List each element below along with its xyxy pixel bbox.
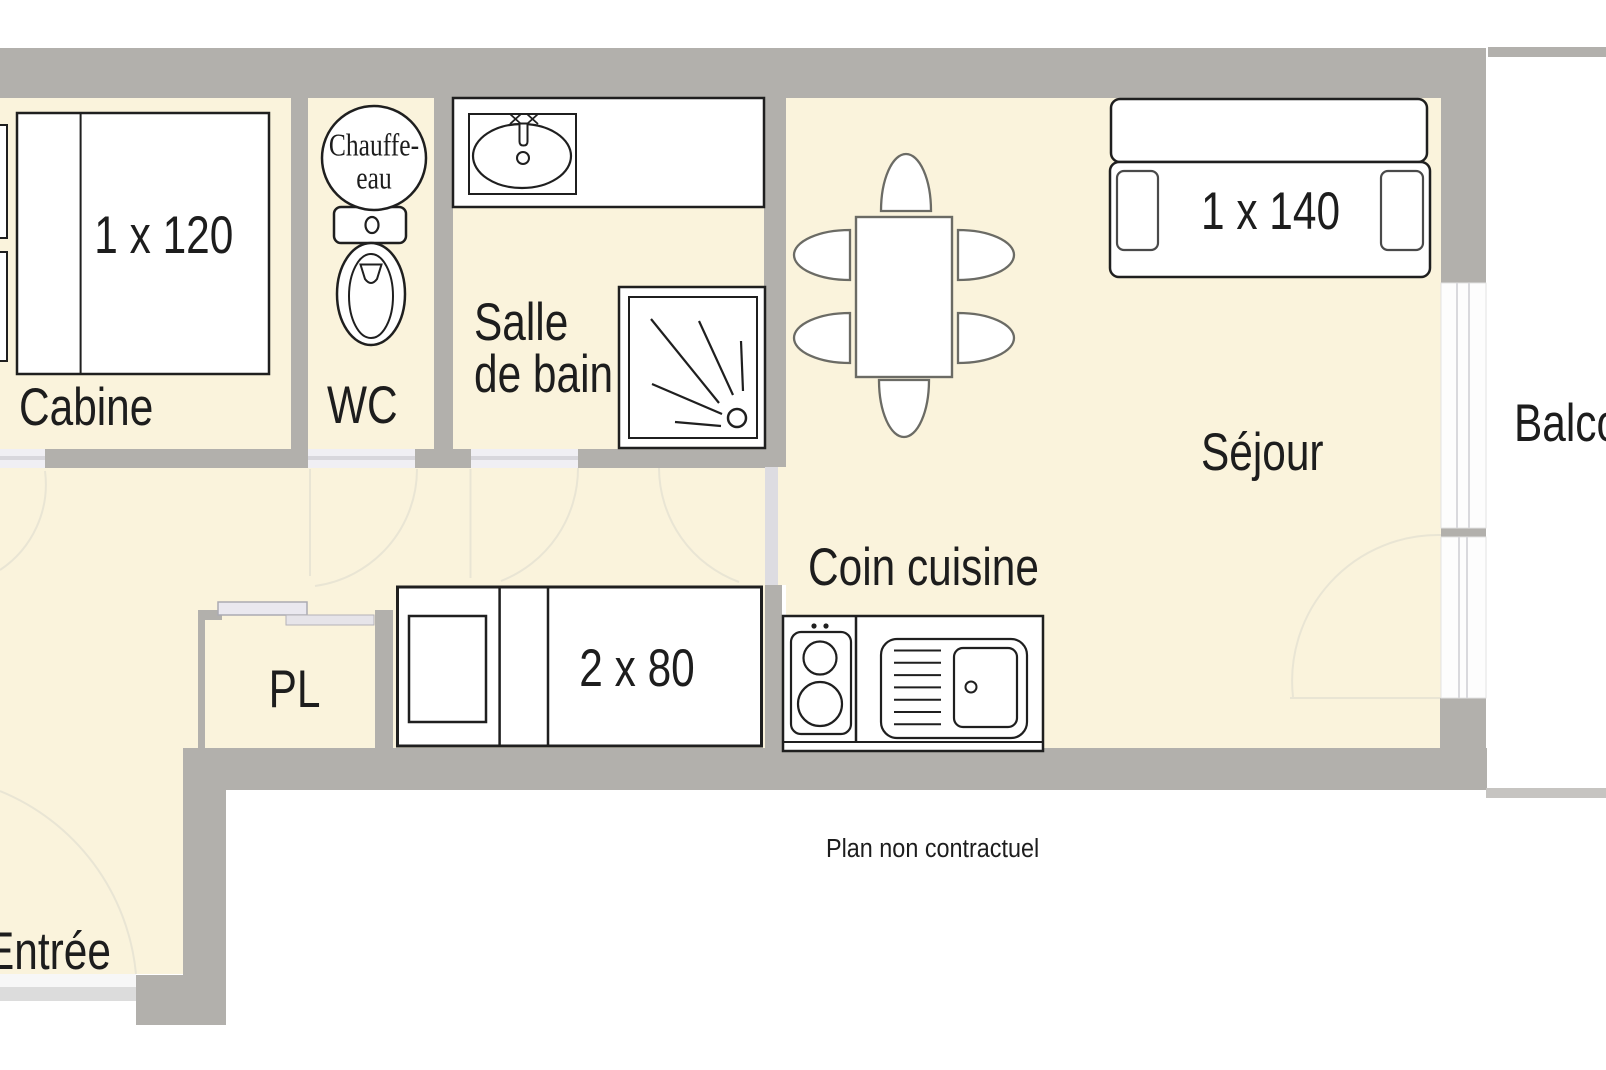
svg-text:2 x 80: 2 x 80	[579, 640, 694, 699]
svg-text:Coin cuisine: Coin cuisine	[808, 539, 1039, 598]
svg-text:Chauffe-: Chauffe-	[329, 128, 419, 163]
svg-text:1 x 140: 1 x 140	[1201, 183, 1340, 242]
svg-text:Plan non contractuel: Plan non contractuel	[826, 835, 1039, 863]
svg-text:PL: PL	[269, 661, 321, 720]
svg-text:eau: eau	[356, 161, 391, 196]
svg-text:Entrée: Entrée	[0, 923, 111, 982]
svg-text:WC: WC	[327, 377, 398, 436]
svg-text:Balcon: Balcon	[1514, 395, 1606, 454]
svg-text:Cabine: Cabine	[19, 379, 153, 438]
svg-text:1 x 120: 1 x 120	[94, 207, 233, 266]
svg-text:de bain: de bain	[474, 346, 613, 405]
svg-text:Séjour: Séjour	[1201, 424, 1324, 483]
svg-text:Salle: Salle	[474, 294, 568, 353]
